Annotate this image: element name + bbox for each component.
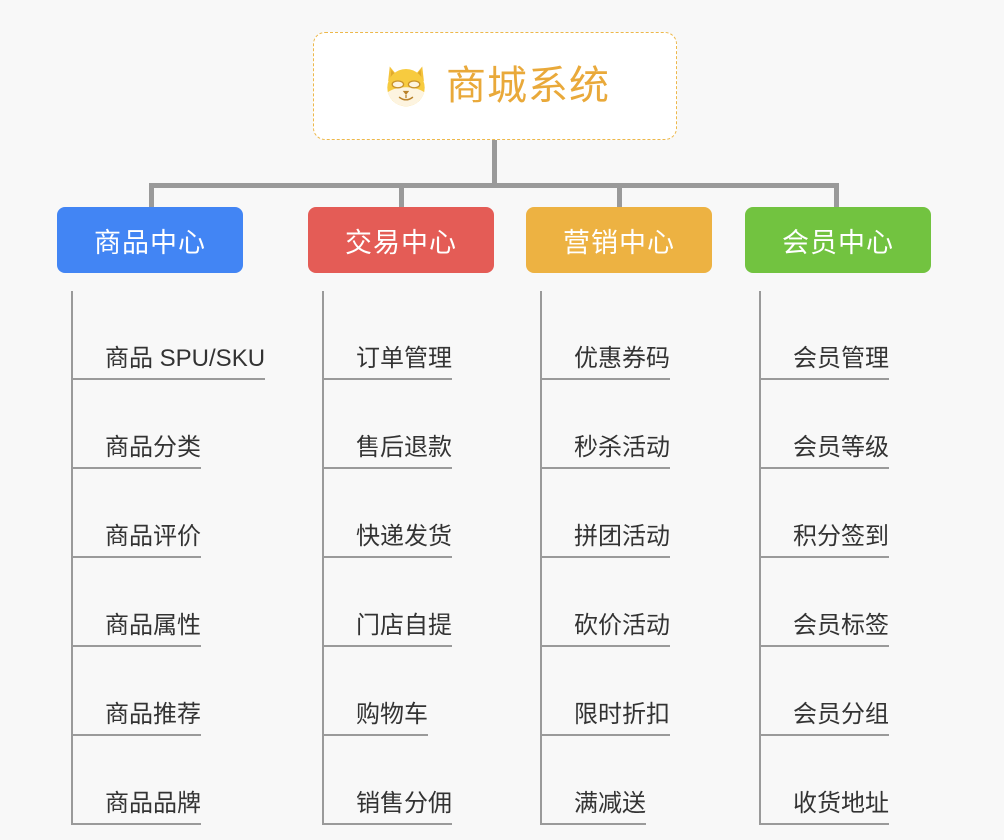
list-item[interactable]: 收货地址 — [759, 736, 931, 825]
list-item[interactable]: 商品分类 — [71, 380, 243, 469]
connector-drop-3 — [617, 183, 622, 207]
leaf-label: 销售分佣 — [356, 790, 452, 825]
category-header-marketing-center[interactable]: 营销中心 — [526, 207, 712, 273]
leaf-label: 商品推荐 — [105, 701, 201, 736]
leaf-label: 满减送 — [574, 790, 646, 825]
leaf-label: 商品品牌 — [105, 790, 201, 825]
leaf-label: 会员管理 — [793, 345, 889, 380]
category-column-3: 营销中心 优惠券码 秒杀活动 拼团活动 砍价活动 限时折扣 满减送 — [526, 207, 712, 825]
leaf-label: 商品 SPU/SKU — [105, 345, 266, 380]
list-item[interactable]: 订单管理 — [322, 291, 494, 380]
leaf-list-3: 优惠券码 秒杀活动 拼团活动 砍价活动 限时折扣 满减送 — [540, 291, 712, 825]
category-header-trade-center[interactable]: 交易中心 — [308, 207, 494, 273]
list-item[interactable]: 售后退款 — [322, 380, 494, 469]
leaf-label: 秒杀活动 — [574, 434, 670, 469]
connector-root-stem — [492, 140, 497, 185]
leaf-label: 会员分组 — [793, 701, 889, 736]
leaf-label: 积分签到 — [793, 523, 889, 558]
leaf-label: 购物车 — [356, 701, 428, 736]
list-item[interactable]: 会员标签 — [759, 558, 931, 647]
list-item[interactable]: 商品 SPU/SKU — [71, 291, 266, 380]
root-node-title: 商城系统 — [446, 64, 610, 108]
connector-horizontal-bus — [149, 183, 839, 188]
leaf-list-4: 会员管理 会员等级 积分签到 会员标签 会员分组 收货地址 — [759, 291, 931, 825]
list-item[interactable]: 砍价活动 — [540, 558, 712, 647]
leaf-label: 收货地址 — [793, 790, 889, 825]
category-label: 会员中心 — [782, 227, 894, 258]
leaf-label: 优惠券码 — [574, 345, 670, 380]
root-node-mall-system[interactable]: 商城系统 — [313, 32, 677, 140]
leaf-label: 限时折扣 — [574, 701, 670, 736]
leaf-label: 商品属性 — [105, 612, 201, 647]
category-header-product-center[interactable]: 商品中心 — [57, 207, 243, 273]
leaf-list-1: 商品 SPU/SKU 商品分类 商品评价 商品属性 商品推荐 商品品牌 — [71, 291, 266, 825]
list-item[interactable]: 会员分组 — [759, 647, 931, 736]
list-item[interactable]: 优惠券码 — [540, 291, 712, 380]
list-item[interactable]: 会员等级 — [759, 380, 931, 469]
list-item[interactable]: 销售分佣 — [322, 736, 494, 825]
list-item[interactable]: 满减送 — [540, 736, 712, 825]
leaf-label: 快递发货 — [356, 523, 452, 558]
list-item[interactable]: 秒杀活动 — [540, 380, 712, 469]
list-item[interactable]: 限时折扣 — [540, 647, 712, 736]
leaf-label: 会员等级 — [793, 434, 889, 469]
category-column-4: 会员中心 会员管理 会员等级 积分签到 会员标签 会员分组 收货地址 — [745, 207, 931, 825]
connector-drop-1 — [149, 183, 154, 207]
category-header-member-center[interactable]: 会员中心 — [745, 207, 931, 273]
list-item[interactable]: 积分签到 — [759, 469, 931, 558]
leaf-label: 拼团活动 — [574, 523, 670, 558]
list-item[interactable]: 商品评价 — [71, 469, 243, 558]
list-item[interactable]: 会员管理 — [759, 291, 931, 380]
list-item[interactable]: 商品属性 — [71, 558, 243, 647]
shiba-dog-face-icon — [380, 60, 432, 112]
category-label: 交易中心 — [345, 227, 457, 258]
category-label: 营销中心 — [563, 227, 675, 258]
list-item[interactable]: 商品推荐 — [71, 647, 243, 736]
category-label: 商品中心 — [94, 227, 206, 258]
leaf-label: 订单管理 — [356, 345, 452, 380]
leaf-label: 会员标签 — [793, 612, 889, 647]
list-item[interactable]: 商品品牌 — [71, 736, 243, 825]
category-column-1: 商品中心 商品 SPU/SKU 商品分类 商品评价 商品属性 商品推荐 商品品牌 — [57, 207, 266, 825]
leaf-label: 门店自提 — [356, 612, 452, 647]
leaf-label: 砍价活动 — [574, 612, 670, 647]
leaf-label: 售后退款 — [356, 434, 452, 469]
list-item[interactable]: 快递发货 — [322, 469, 494, 558]
list-item[interactable]: 拼团活动 — [540, 469, 712, 558]
leaf-label: 商品评价 — [105, 523, 201, 558]
leaf-label: 商品分类 — [105, 434, 201, 469]
list-item[interactable]: 门店自提 — [322, 558, 494, 647]
list-item[interactable]: 购物车 — [322, 647, 494, 736]
category-column-2: 交易中心 订单管理 售后退款 快递发货 门店自提 购物车 销售分佣 — [308, 207, 494, 825]
leaf-list-2: 订单管理 售后退款 快递发货 门店自提 购物车 销售分佣 — [322, 291, 494, 825]
connector-drop-2 — [399, 183, 404, 207]
connector-drop-4 — [834, 183, 839, 207]
